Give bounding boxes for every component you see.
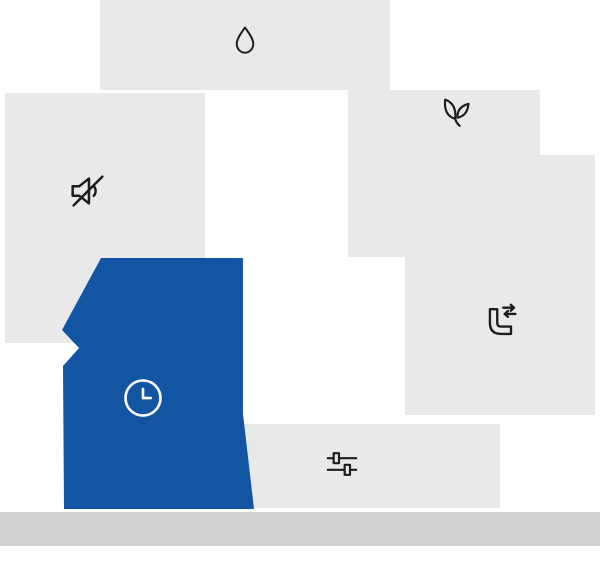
bottom-bar (0, 512, 600, 546)
tile-settings[interactable] (210, 424, 500, 508)
eco-leaves-icon (436, 93, 476, 133)
water-drop-icon (227, 23, 263, 59)
drain-hose-icon (478, 300, 522, 344)
tile-water[interactable] (100, 0, 390, 90)
speaker-muted-icon (65, 168, 111, 214)
clock-icon (122, 377, 164, 424)
tile-drain[interactable] (405, 155, 595, 415)
sliders-icon (322, 444, 362, 484)
timer-tile-shape[interactable] (62, 258, 254, 509)
